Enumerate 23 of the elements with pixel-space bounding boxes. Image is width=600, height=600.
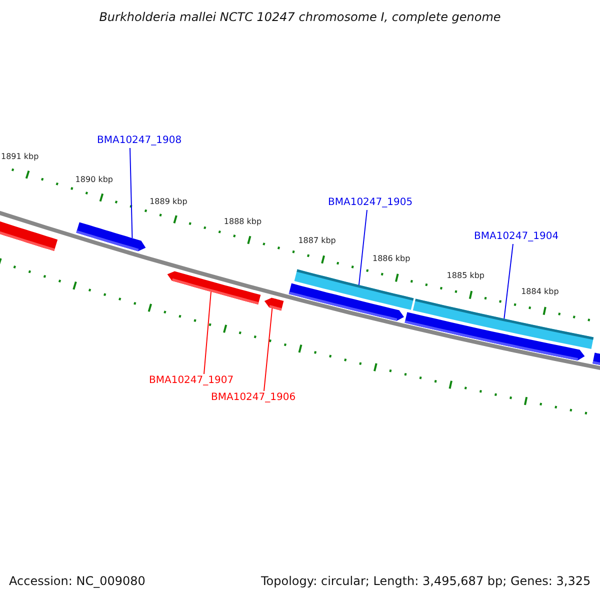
gene-feature <box>412 298 594 349</box>
gene-label: BMA10247_1908 <box>97 135 182 147</box>
leader-line <box>358 210 368 286</box>
scale-label: 1885 kbp <box>446 271 484 281</box>
title: Burkholderia mallei NCTC 10247 chromosome I, complete genome <box>98 10 502 24</box>
gene-label: BMA10247_1906 <box>211 392 296 404</box>
gene-feature <box>294 269 414 310</box>
leader-line <box>264 308 273 392</box>
genome-info-note: Topology: circular; Length: 3,495,687 bp; Genes: 3,325 <box>261 574 591 588</box>
gene-feature <box>76 222 146 252</box>
scale-label: 1891 kbp <box>1 152 39 162</box>
gene-label: BMA10247_1904 <box>474 231 559 243</box>
gene-label: BMA10247_1907 <box>149 375 234 387</box>
leader-line <box>130 148 133 239</box>
leader-line <box>204 291 212 374</box>
gene-feature <box>167 271 261 304</box>
scale-label: 1887 kbp <box>298 236 336 246</box>
gene-label: BMA10247_1905 <box>328 197 413 209</box>
scale-label: 1888 kbp <box>224 216 262 227</box>
scale-label: 1890 kbp <box>75 174 113 185</box>
accession-note: Accession: NC_009080 <box>9 574 146 588</box>
gene-feature <box>264 298 284 311</box>
leader-line <box>504 244 514 320</box>
